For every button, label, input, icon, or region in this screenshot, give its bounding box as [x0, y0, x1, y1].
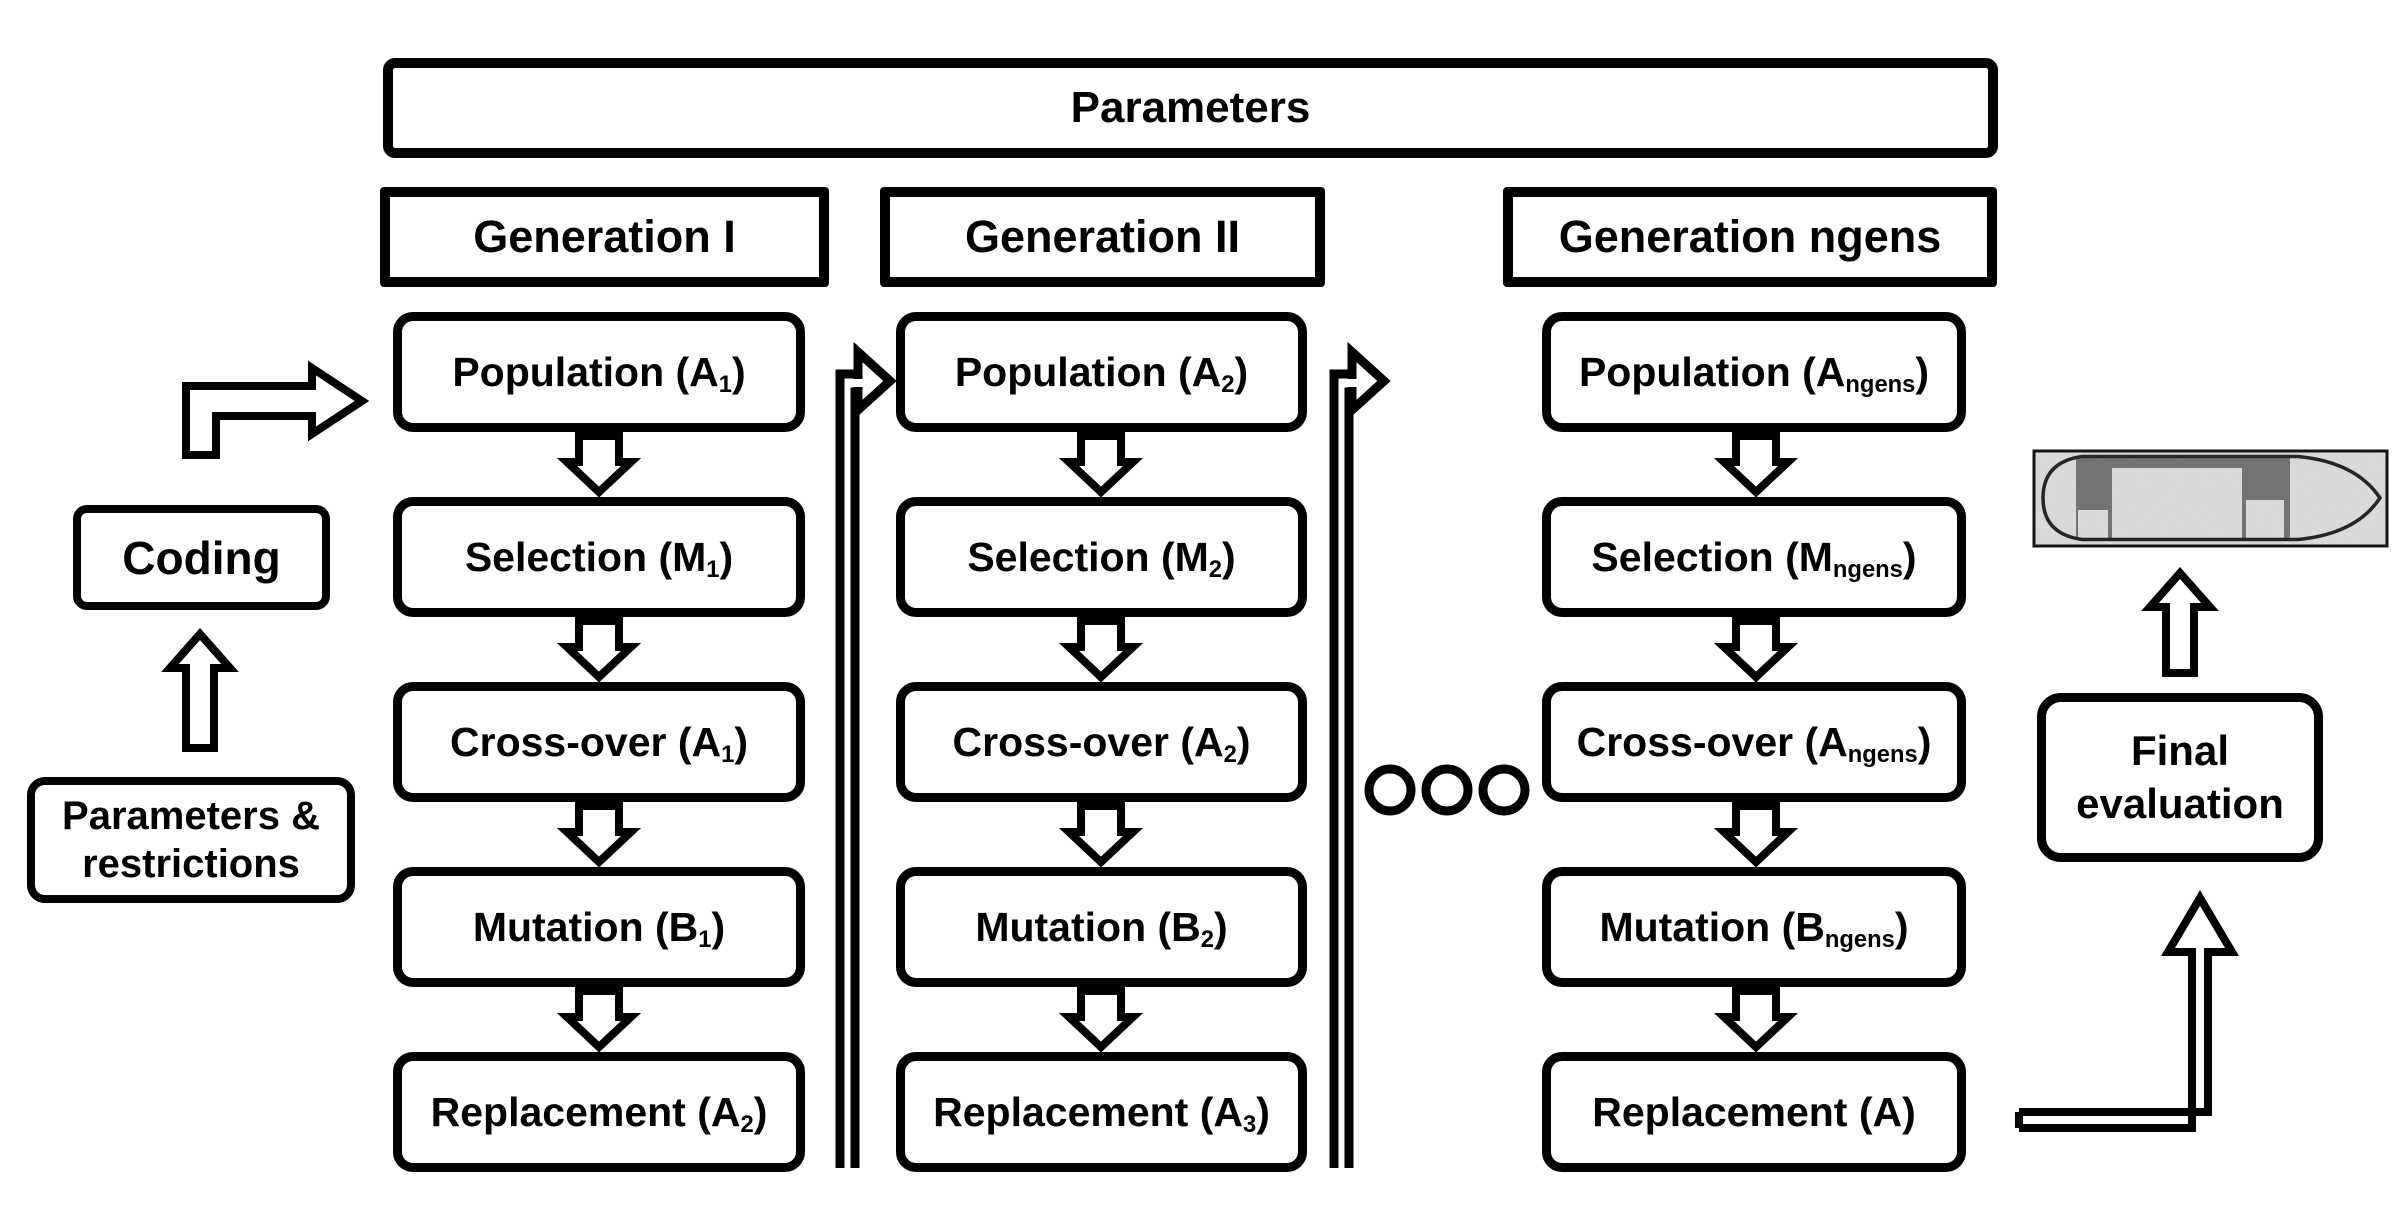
coding-box: Coding [73, 505, 330, 610]
stage-label: Cross-over (Angens) [1576, 718, 1932, 768]
stage-gen1-crossover: Cross-over (A1) [393, 682, 805, 802]
gen1-to-gen2-loop-connector [835, 341, 897, 1168]
parameters-banner-label: Parameters [1070, 83, 1311, 132]
generation-2-header-label: Generation II [964, 211, 1241, 262]
stage-gen2-mutation: Mutation (B2) [896, 867, 1307, 987]
final-evaluation-label: Final evaluation [2076, 727, 2284, 827]
generation-1-header-label: Generation I [473, 211, 736, 262]
stage-label: Mutation (Bngens) [1599, 903, 1909, 953]
gen1-down-arrow-icons [556, 432, 642, 1053]
stage-gen1-population: Population (A1) [393, 312, 805, 432]
generation-ngens-header-label: Generation ngens [1558, 211, 1942, 262]
parameters-banner: Parameters [383, 58, 1998, 158]
stage-gen2-replacement: Replacement (A3) [896, 1052, 1307, 1172]
stage-gen2-population: Population (A2) [896, 312, 1307, 432]
stage-label: Population (A1) [452, 348, 746, 398]
stage-label: Population (Angens) [1578, 348, 1930, 398]
replacement-to-final-evaluation-arrow [2015, 890, 2240, 1132]
stage-gen3-replacement: Replacement (A) [1542, 1052, 1966, 1172]
final-evaluation-box: Final evaluation [2037, 693, 2323, 862]
parameters-restrictions-box: Parameters & restrictions [27, 777, 355, 903]
stage-label: Selection (M2) [967, 533, 1236, 583]
generation-ngens-header: Generation ngens [1503, 187, 1997, 287]
stage-gen2-crossover: Cross-over (A2) [896, 682, 1307, 802]
stage-label: Replacement (A3) [933, 1088, 1270, 1138]
coding-to-population-arrow-icon [182, 360, 370, 459]
stage-label: Population (A2) [954, 348, 1249, 398]
gen3-down-arrow-icons [1713, 432, 1799, 1053]
restrictions-to-coding-arrow-icon [161, 627, 239, 752]
stage-label: Replacement (A) [1592, 1088, 1916, 1135]
stage-gen3-mutation: Mutation (Bngens) [1542, 867, 1966, 987]
parameters-restrictions-label: Parameters & restrictions [62, 794, 320, 886]
stage-gen3-selection: Selection (Mngens) [1542, 497, 1966, 617]
stage-label: Replacement (A2) [430, 1088, 768, 1138]
stage-label: Mutation (B1) [472, 903, 726, 953]
generation-1-header: Generation I [380, 187, 829, 287]
coding-label: Coding [122, 531, 281, 584]
continuation-dots-icon [1364, 764, 1530, 816]
stage-label: Cross-over (A2) [952, 718, 1251, 768]
final-evaluation-to-ship-arrow-icon [2141, 566, 2219, 677]
stage-gen3-population: Population (Angens) [1542, 312, 1966, 432]
stage-label: Cross-over (A1) [450, 718, 748, 768]
stage-label: Selection (M1) [464, 533, 734, 583]
gen2-down-arrow-icons [1058, 432, 1144, 1053]
gen2-to-gen3-loop-connector [1329, 341, 1391, 1168]
stage-gen1-replacement: Replacement (A2) [393, 1052, 805, 1172]
stage-label: Selection (Mngens) [1591, 533, 1917, 583]
stage-gen1-mutation: Mutation (B1) [393, 867, 805, 987]
ship-image [2032, 449, 2389, 548]
stage-gen2-selection: Selection (M2) [896, 497, 1307, 617]
stage-gen1-selection: Selection (M1) [393, 497, 805, 617]
stage-gen3-crossover: Cross-over (Angens) [1542, 682, 1966, 802]
stage-label: Mutation (B2) [975, 903, 1228, 953]
generation-2-header: Generation II [880, 187, 1325, 287]
